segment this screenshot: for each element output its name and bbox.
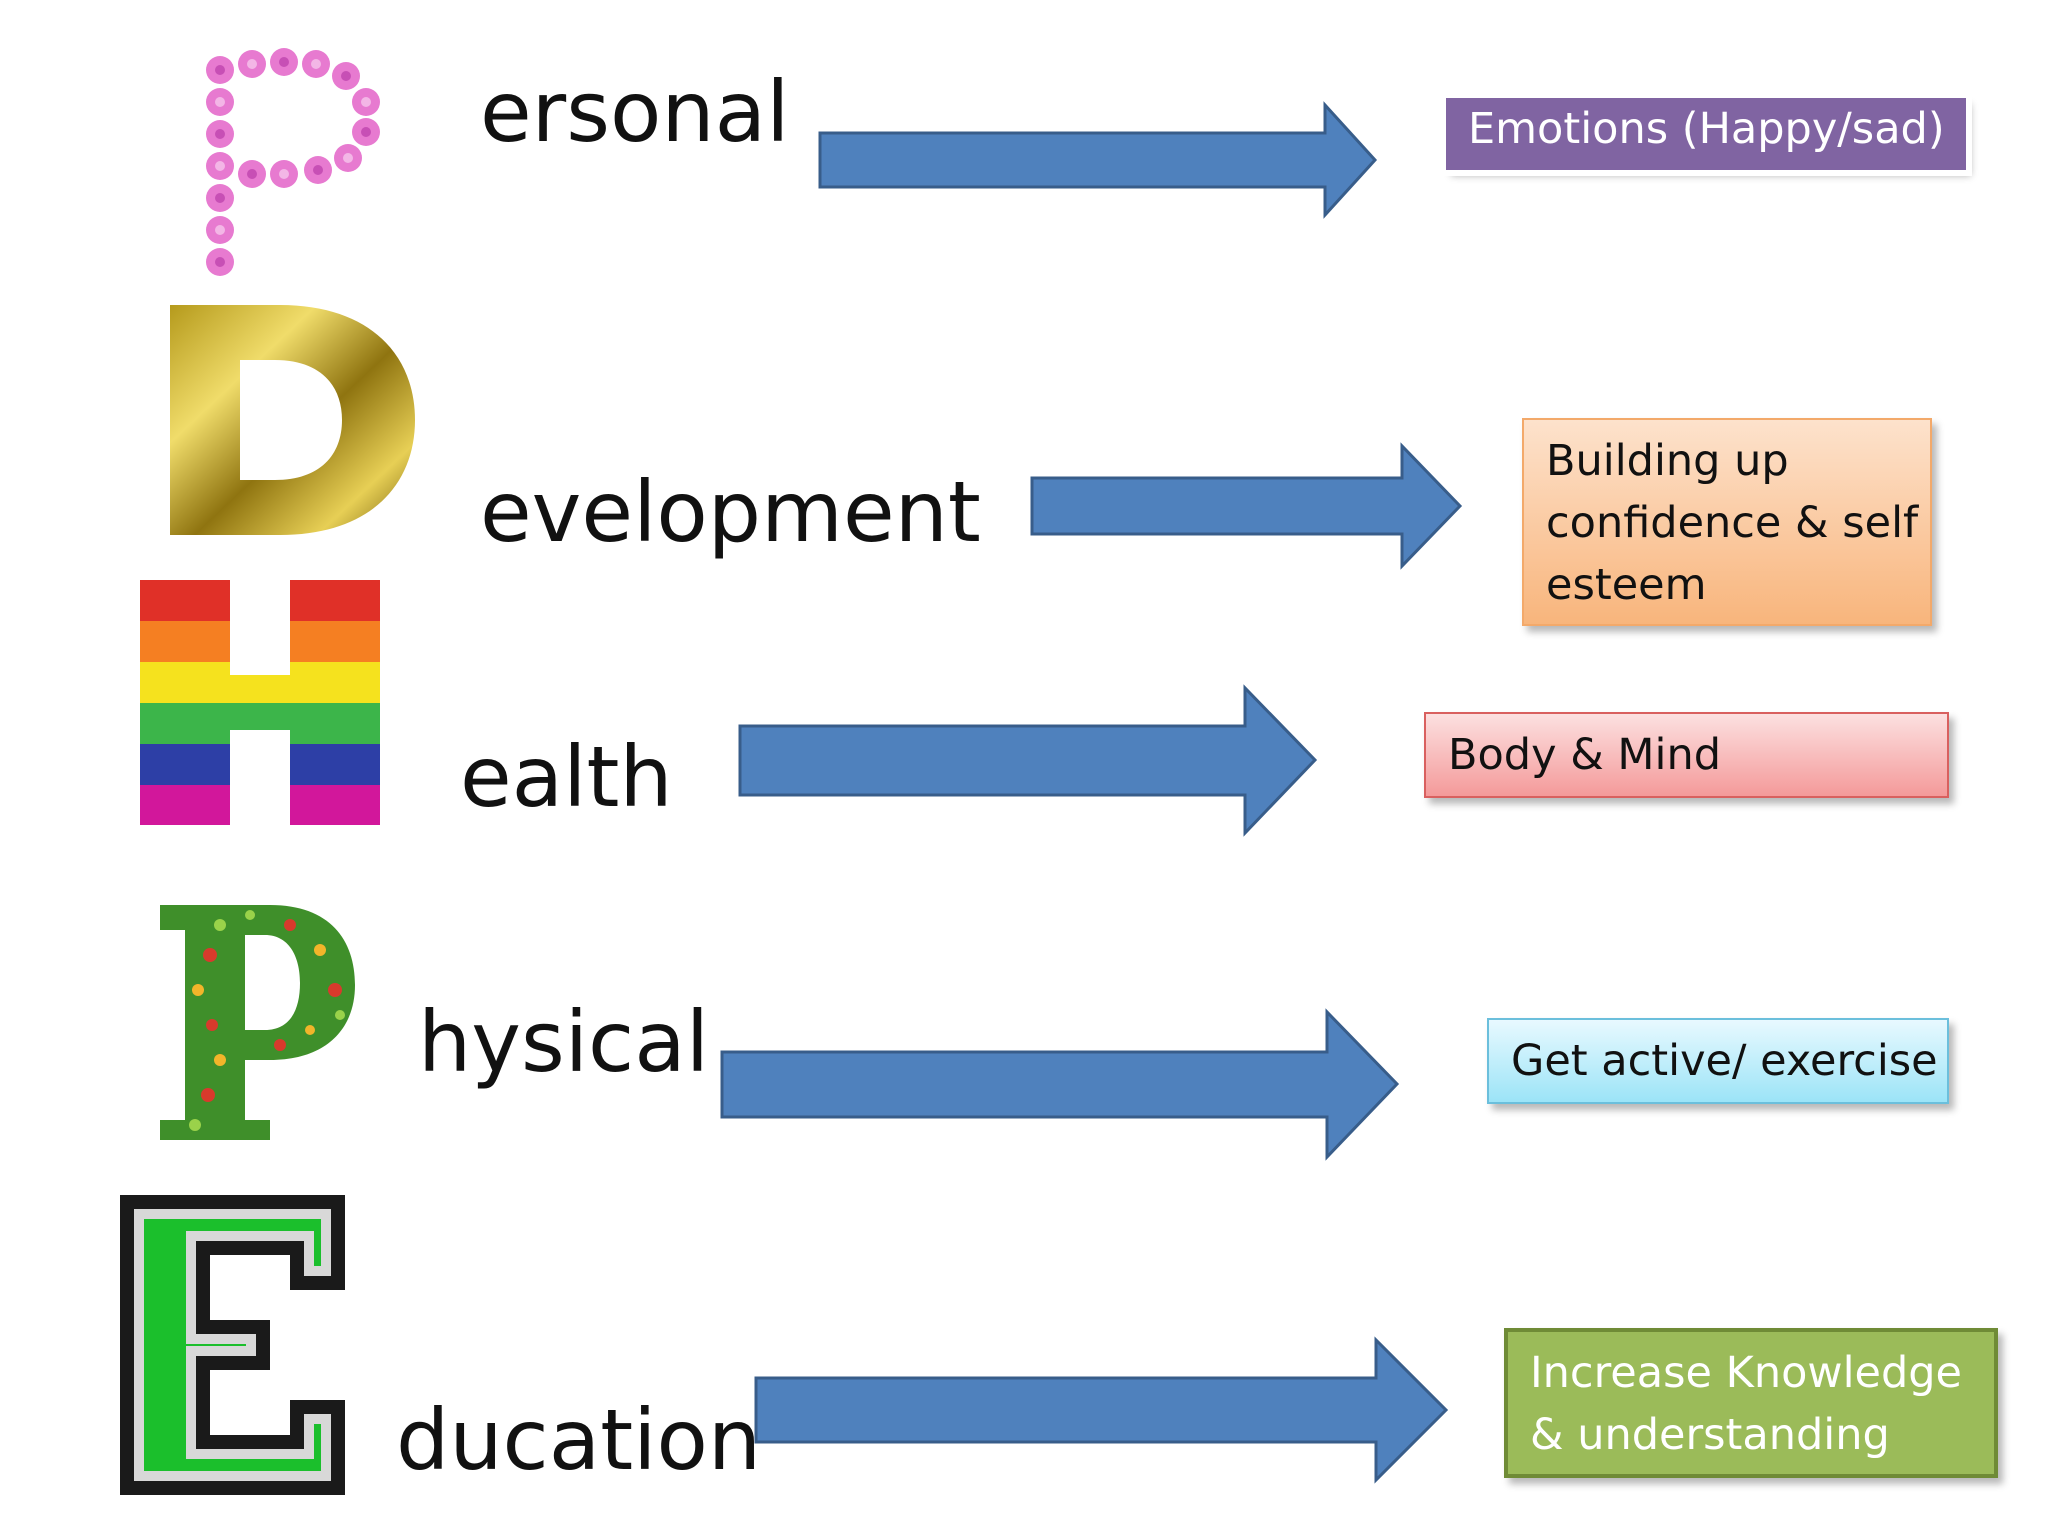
arrow-education <box>754 1336 1456 1484</box>
letter-e-varsity-icon <box>120 1195 345 1495</box>
letter-h-rainbow-icon <box>140 580 380 825</box>
word-ealth: ealth <box>460 728 673 826</box>
box-confidence: Building up confidence & self esteem <box>1522 418 1932 626</box>
box-get-active: Get active/ exercise <box>1487 1018 1949 1104</box>
arrow-development <box>1030 442 1463 570</box>
letter-p-flowers-icon <box>180 40 420 290</box>
box-confidence-line-3: esteem <box>1546 560 1707 610</box>
box-knowledge-line-1: Increase Knowledge <box>1530 1348 1963 1398</box>
box-knowledge-line-2: & understanding <box>1530 1410 1890 1460</box>
word-ducation: ducation <box>396 1391 762 1489</box>
box-confidence-line-2: confidence & self <box>1546 498 1919 548</box>
word-hysical: hysical <box>418 993 710 1091</box>
box-increase-knowledge: Increase Knowledge & understanding <box>1504 1328 1998 1478</box>
arrow-personal <box>818 101 1380 219</box>
box-body-mind: Body & Mind <box>1424 712 1949 798</box>
arrow-health <box>738 684 1320 837</box>
word-ersonal: ersonal <box>480 63 790 161</box>
box-confidence-line-1: Building up <box>1546 436 1789 486</box>
box-emotions: Emotions (Happy/sad) <box>1440 92 1972 176</box>
arrow-physical <box>720 1008 1402 1161</box>
letter-p-vegetables-icon <box>150 895 360 1145</box>
letter-d-gold-icon <box>170 305 420 535</box>
word-evelopment: evelopment <box>480 463 981 561</box>
